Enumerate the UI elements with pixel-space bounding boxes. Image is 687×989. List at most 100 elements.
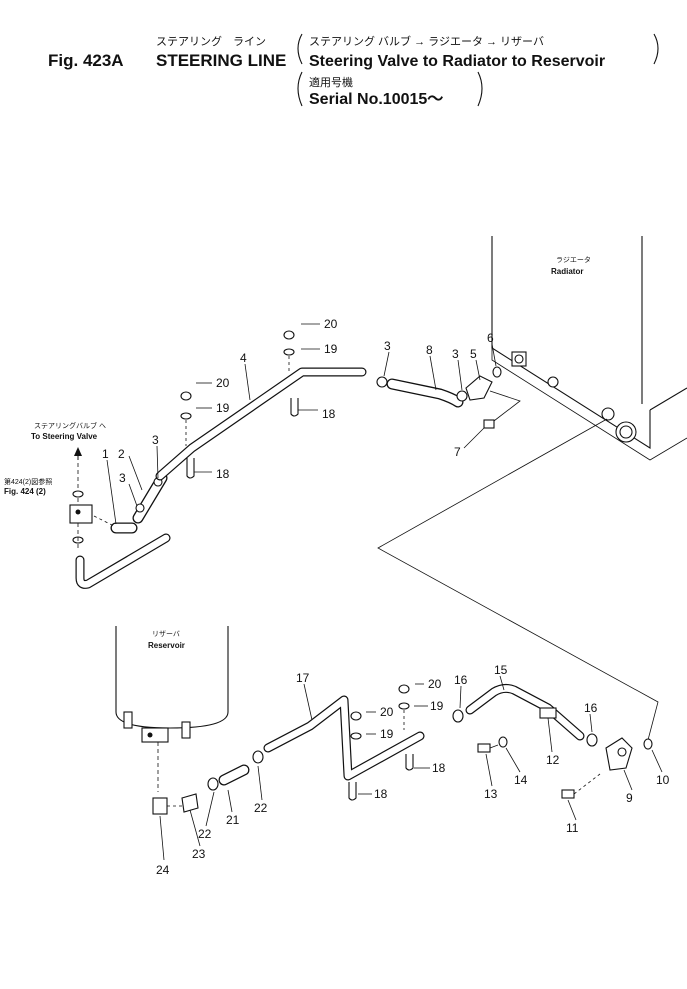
callout-21: 21 — [226, 813, 240, 827]
nut-20-c — [350, 711, 362, 721]
o-ring-10 — [643, 738, 653, 750]
callout-9: 9 — [626, 791, 633, 805]
bracket-line-7 — [489, 390, 521, 425]
radiator-body — [491, 236, 651, 449]
callouts: 1 2 3 3 4 20 19 20 19 18 18 3 8 3 5 6 7 … — [102, 317, 670, 877]
callout-3: 3 — [152, 433, 159, 447]
callout-3: 3 — [452, 347, 459, 361]
callout-1: 1 — [102, 447, 109, 461]
bolt-11 — [561, 789, 575, 799]
callout-20: 20 — [380, 705, 394, 719]
ref-label-en: Fig. 424 (2) — [4, 487, 46, 496]
clamp-18-a — [186, 458, 195, 479]
reservoir-body — [115, 626, 229, 729]
to-valve-label-jp: ステアリングバルブ へ — [34, 421, 106, 430]
washer-19-d — [398, 702, 410, 710]
radiator-outlet-port — [601, 407, 615, 421]
steering-valve-block — [69, 504, 93, 524]
washer-19-a — [283, 348, 295, 356]
callout-16: 16 — [584, 701, 598, 715]
clamp-3-c — [376, 376, 388, 388]
bolt-7 — [483, 419, 495, 429]
paren-open-2 — [297, 71, 303, 107]
continuation-lines — [377, 390, 659, 741]
fig-label: Fig. 423A — [48, 51, 124, 70]
callout-3: 3 — [384, 339, 391, 353]
callout-8: 8 — [426, 343, 433, 357]
callout-22: 22 — [198, 827, 212, 841]
callout-14: 14 — [514, 773, 528, 787]
reference-labels: ステアリングバルブ へ To Steering Valve 第424(2)図参照… — [4, 421, 106, 496]
callout-20: 20 — [428, 677, 442, 691]
callout-20: 20 — [216, 376, 230, 390]
bolt-13 — [477, 743, 491, 753]
reservoir: リザーバ Reservoir — [115, 626, 229, 792]
clamp-22-b — [252, 750, 264, 764]
callout-12: 12 — [546, 753, 560, 767]
desc-jp: ステアリング バルブ → ラジエータ → リザーバ — [309, 34, 544, 48]
reservoir-label-jp: リザーバ — [152, 630, 180, 638]
callout-4: 4 — [240, 351, 247, 365]
header: ステアリング ライン Fig. 423A STEERING LINE ステアリン… — [48, 33, 659, 108]
to-valve-label-en: To Steering Valve — [31, 432, 98, 441]
nut-20-a — [283, 330, 295, 340]
callout-18: 18 — [432, 761, 446, 775]
clamp-18-c — [348, 782, 357, 801]
radiator-plug — [547, 376, 559, 388]
washer-19-c — [350, 732, 362, 740]
callout-22: 22 — [254, 801, 268, 815]
callout-23: 23 — [192, 847, 206, 861]
paren-close-2 — [477, 71, 483, 107]
callout-18: 18 — [374, 787, 388, 801]
clamp-18-b — [290, 398, 299, 417]
callout-15: 15 — [494, 663, 508, 677]
clamp-16-a — [452, 709, 464, 723]
radiator-to-return-line — [377, 418, 659, 741]
title-en: STEERING LINE — [156, 51, 286, 70]
ref-label-jp: 第424(2)図参照 — [4, 477, 52, 486]
paren-open — [297, 33, 303, 65]
callout-11: 11 — [566, 821, 579, 835]
callout-24: 24 — [156, 863, 170, 877]
reservoir-port-block — [141, 727, 169, 743]
to-valve-arrow — [74, 447, 82, 456]
serial-jp: 適用号機 — [309, 75, 353, 89]
elbow-5 — [465, 375, 493, 401]
callout-6: 6 — [487, 331, 494, 345]
tube-4 — [155, 367, 367, 481]
callout-3: 3 — [119, 471, 126, 485]
callout-5: 5 — [470, 347, 477, 361]
nut-20-d — [398, 684, 410, 694]
leader-lines — [106, 323, 663, 861]
bracket-12 — [539, 707, 557, 719]
clamp-18-d — [405, 754, 414, 771]
callout-19: 19 — [216, 401, 230, 415]
radiator-label-jp: ラジエータ — [556, 255, 591, 264]
upper-line — [69, 330, 502, 589]
callout-18: 18 — [216, 467, 230, 481]
nipple-23 — [181, 793, 199, 813]
desc-en: Steering Valve to Radiator to Reservoir — [309, 53, 605, 70]
callout-20: 20 — [324, 317, 338, 331]
callout-10: 10 — [656, 773, 670, 787]
clamp-3-d — [456, 390, 468, 402]
clamp-22-a — [207, 777, 219, 791]
o-ring-6 — [492, 366, 502, 378]
clamp-16-b — [586, 733, 598, 747]
title-jp: ステアリング ライン — [156, 34, 266, 48]
paren-close — [653, 33, 659, 65]
lower-line — [152, 683, 653, 815]
washer-19-b — [180, 412, 192, 420]
callout-16: 16 — [454, 673, 468, 687]
callout-18: 18 — [322, 407, 336, 421]
radiator-label-en: Radiator — [551, 267, 583, 276]
callout-19: 19 — [430, 699, 444, 713]
elbow-24 — [152, 797, 168, 815]
callout-2: 2 — [118, 447, 125, 461]
callout-19: 19 — [324, 342, 338, 356]
callout-7: 7 — [454, 445, 461, 459]
washer-14 — [498, 736, 508, 748]
callout-13: 13 — [484, 787, 498, 801]
nut-20-b — [180, 391, 192, 401]
